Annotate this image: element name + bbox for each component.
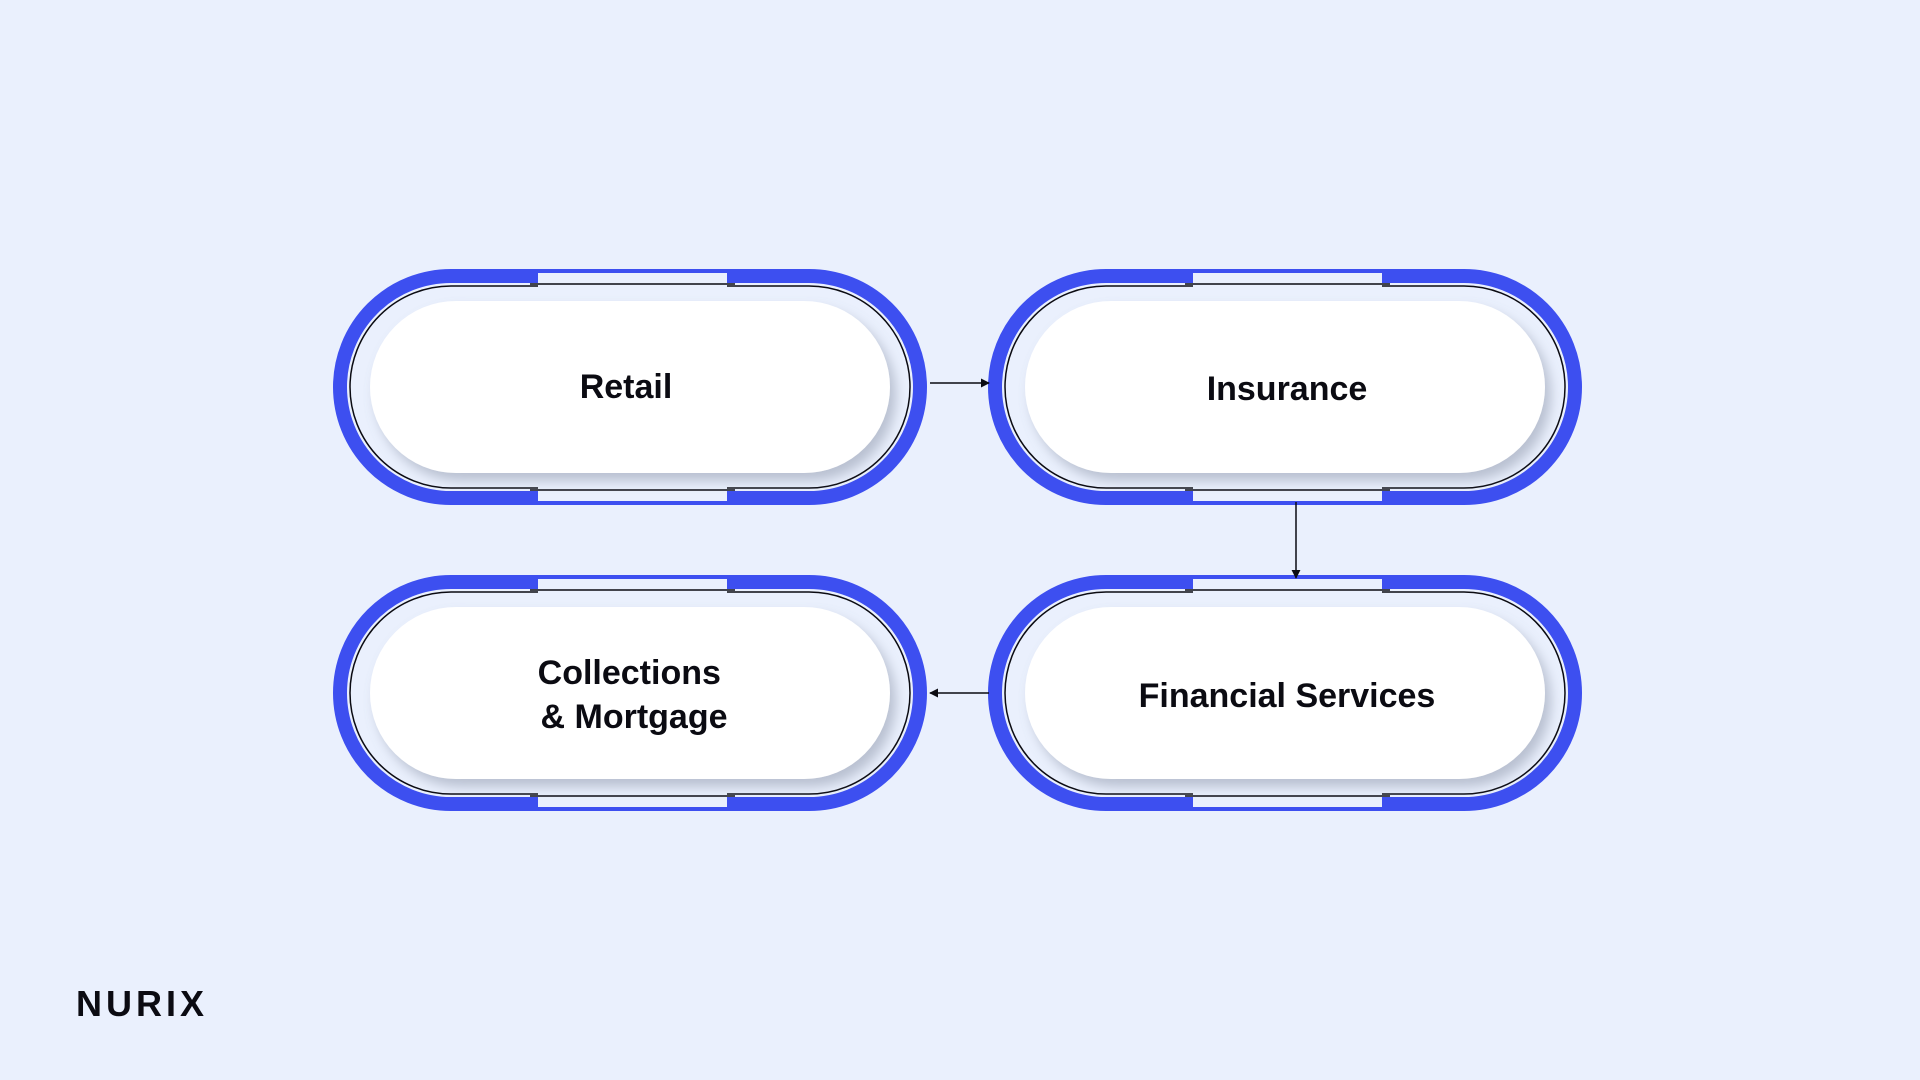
node-label: Retail: [580, 368, 673, 406]
node-pill: [1025, 607, 1545, 779]
node-insurance[interactable]: Insurance: [988, 269, 1582, 505]
node-label: Financial Services: [1139, 677, 1436, 715]
node-financial-services[interactable]: Financial Services: [988, 575, 1582, 811]
logo-text: NURIX: [76, 983, 208, 1024]
node-label: Insurance: [1207, 370, 1368, 408]
nurix-logo: NURIX: [76, 983, 208, 1024]
node-pill: [370, 607, 890, 779]
node-pill: [370, 301, 890, 473]
node-pill: [1025, 301, 1545, 473]
node-collections-mortgage[interactable]: Collections & Mortgage: [333, 575, 927, 811]
node-label: Collections & Mortgage: [538, 654, 731, 736]
node-retail[interactable]: Retail: [333, 269, 927, 505]
